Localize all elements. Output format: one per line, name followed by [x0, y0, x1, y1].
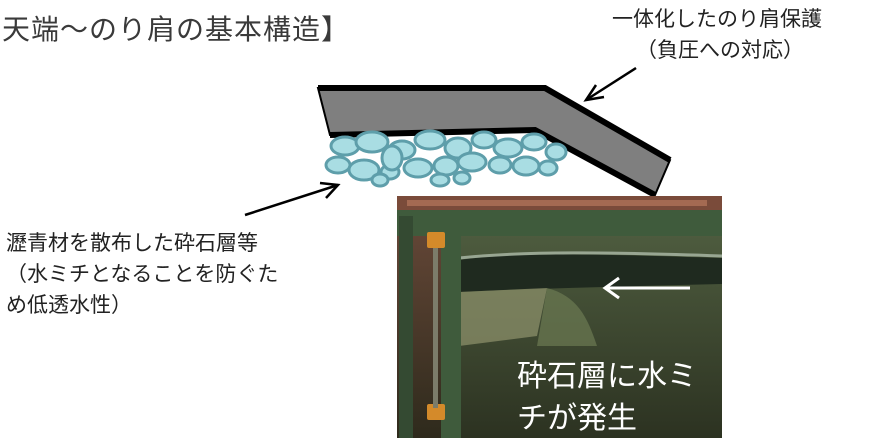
photo-caption: 砕石層に水ミ チが発生 — [517, 356, 697, 438]
photo-caption-line1: 砕石層に水ミ — [517, 359, 697, 394]
callout-stone-line2: （水ミチとなることを防ぐた — [6, 262, 279, 286]
callout-shoulder-protection: 一体化したのり肩保護 （負圧への対応） — [612, 4, 822, 66]
arrow-to-slab — [583, 66, 637, 102]
experiment-photo-drawing — [397, 196, 722, 438]
crushed-stone-layer — [324, 129, 568, 188]
arrow-to-stone-layer — [244, 181, 341, 217]
shoulder-protection-slab — [316, 85, 672, 198]
callout-shoulder-line2: （負圧への対応） — [636, 38, 804, 62]
callout-stone-line1: 瀝青材を散布した砕石層等 — [6, 231, 258, 255]
page-title: 天端～のり肩の基本構造】 — [2, 13, 351, 46]
callout-crushed-stone-layer: 瀝青材を散布した砕石層等 （水ミチとなることを防ぐた め低透水性） — [6, 228, 278, 321]
experiment-photo: 砕石層に水ミ チが発生 — [397, 196, 722, 438]
photo-arrow-icon — [602, 276, 690, 300]
callout-shoulder-line1: 一体化したのり肩保護 — [612, 7, 822, 31]
callout-stone-line3: め低透水性） — [6, 293, 132, 317]
photo-caption-line2: チが発生 — [517, 401, 637, 436]
